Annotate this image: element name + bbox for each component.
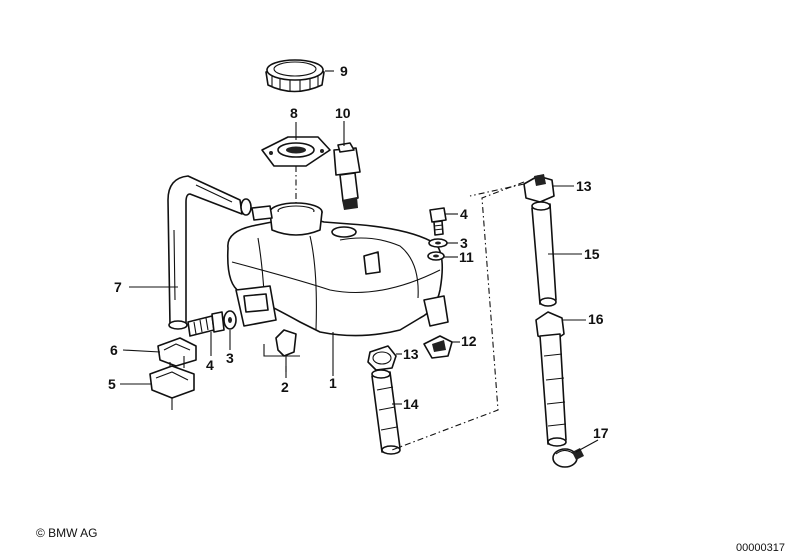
hose-part-14[interactable] xyxy=(371,369,401,455)
clip-nut-part-12[interactable] xyxy=(423,335,453,359)
bolt-part-4-right[interactable] xyxy=(429,207,447,236)
label-part-13-lower: 13 xyxy=(403,346,419,362)
label-part-6: 6 xyxy=(110,342,118,358)
leader-lines xyxy=(120,70,599,453)
label-part-3-left: 3 xyxy=(226,350,234,366)
clamp-part-6[interactable] xyxy=(157,337,197,372)
expansion-tank-part-1[interactable] xyxy=(226,202,449,337)
label-part-1: 1 xyxy=(329,375,337,391)
connection-line-right xyxy=(391,181,525,451)
level-sensor-part-10[interactable] xyxy=(333,142,361,233)
label-part-7: 7 xyxy=(114,279,122,295)
label-part-16: 16 xyxy=(588,311,604,327)
label-part-13-upper: 13 xyxy=(576,178,592,194)
hose-part-15[interactable] xyxy=(531,201,557,307)
hose-clamp-part-13-upper[interactable] xyxy=(523,174,555,203)
copyright-notice: © BMW AG xyxy=(36,526,98,540)
label-part-2: 2 xyxy=(281,379,289,395)
bracket-part-2[interactable] xyxy=(263,329,300,372)
label-part-9: 9 xyxy=(340,63,348,79)
label-part-5: 5 xyxy=(108,376,116,392)
label-part-11: 11 xyxy=(459,249,474,265)
diagram-number: 00000317 xyxy=(736,542,785,554)
label-part-12: 12 xyxy=(461,333,477,349)
label-part-14: 14 xyxy=(403,396,419,412)
connection-line-upper xyxy=(469,183,525,197)
hose-clamp-part-13-lower[interactable] xyxy=(367,345,397,371)
washer-part-3-right[interactable] xyxy=(428,238,448,248)
cap-part-9[interactable] xyxy=(265,59,325,93)
label-part-10: 10 xyxy=(335,105,351,121)
hose-clamp-part-17[interactable] xyxy=(552,448,584,468)
washer-part-11[interactable] xyxy=(427,251,445,261)
filler-flange-part-8[interactable] xyxy=(261,136,331,167)
bolt-part-4-left[interactable] xyxy=(187,311,225,337)
connector-part-16[interactable] xyxy=(535,311,567,447)
label-part-3-right: 3 xyxy=(460,235,468,251)
label-part-15: 15 xyxy=(584,246,600,262)
label-part-8: 8 xyxy=(290,105,298,121)
label-part-4-right: 4 xyxy=(460,206,468,222)
washer-part-3-left[interactable] xyxy=(223,310,237,330)
clamp-part-5[interactable] xyxy=(149,365,195,410)
label-part-4-left: 4 xyxy=(206,357,214,373)
label-part-17: 17 xyxy=(593,425,609,441)
hose-part-7[interactable] xyxy=(167,175,252,330)
